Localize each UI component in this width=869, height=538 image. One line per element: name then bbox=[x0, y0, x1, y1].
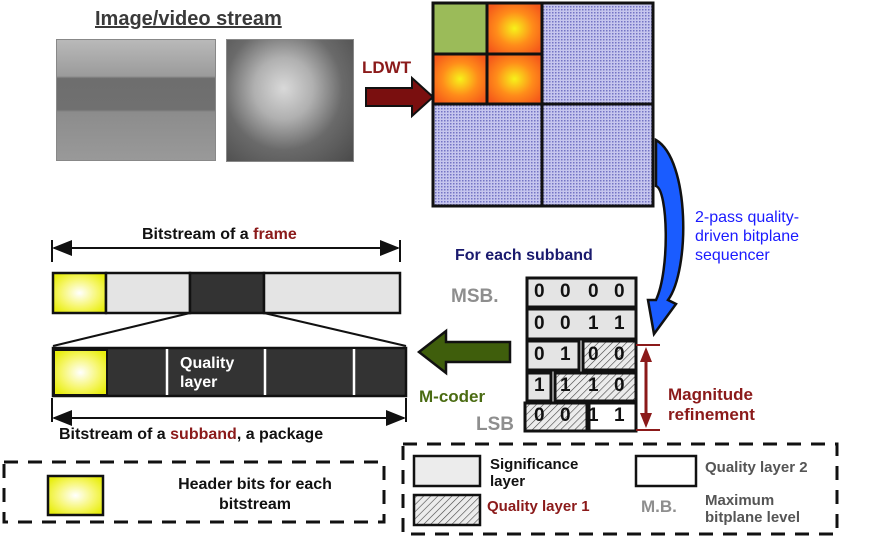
legend-significance-swatch bbox=[412, 454, 482, 488]
subband-bitstream-label: Bitstream of a subband, a package bbox=[59, 426, 323, 444]
legend-header-swatch bbox=[46, 474, 105, 517]
frame-bitstream bbox=[51, 240, 407, 347]
bitplane-cell: 0 bbox=[534, 313, 545, 334]
quality-layer-label: Quality layer bbox=[180, 354, 234, 392]
bitplane-cell: 0 bbox=[534, 344, 545, 365]
legend-significance-line-2: layer bbox=[490, 473, 526, 490]
legend-quality1-swatch bbox=[412, 493, 482, 527]
magnitude-line-1: Magnitude bbox=[668, 385, 753, 404]
magnitude-bracket bbox=[636, 344, 660, 431]
sequencer-label: 2-pass quality- driven bitplane sequence… bbox=[695, 208, 799, 265]
bitplane-cell: 1 bbox=[614, 313, 625, 334]
bitplane-cell: 0 bbox=[614, 344, 625, 365]
bitplane-cell: 1 bbox=[534, 375, 545, 396]
legend-layers bbox=[401, 442, 839, 536]
bitplane-cell: 0 bbox=[534, 405, 545, 426]
subband-decomposition bbox=[431, 1, 655, 208]
subband-ll bbox=[431, 1, 489, 56]
subband-lh2 bbox=[431, 52, 489, 106]
sequencer-line-3: sequencer bbox=[695, 247, 770, 264]
legend-significance-line-1: Significance bbox=[490, 456, 579, 473]
magnitude-line-2: refinement bbox=[668, 405, 755, 424]
legend-mb-line-1: Maximum bbox=[705, 492, 775, 509]
lena-image bbox=[226, 39, 354, 162]
legend-header bbox=[2, 460, 386, 524]
bitplane-cell: 1 bbox=[560, 375, 571, 396]
bitplane-cell: 0 bbox=[560, 281, 571, 302]
quality-layer-line-2: layer bbox=[180, 374, 218, 391]
legend-header-line-1: Header bits for each bbox=[178, 476, 332, 493]
sequencer-arrow bbox=[646, 137, 685, 338]
bitplane-grid bbox=[523, 276, 638, 433]
legend-mb-label: Maximum bitplane level bbox=[705, 492, 800, 526]
subband-bitstream bbox=[51, 346, 408, 426]
legend-significance-label: Significance layer bbox=[490, 456, 578, 490]
frame-label-accent: frame bbox=[253, 226, 297, 243]
bitplane-cell: 0 bbox=[588, 344, 599, 365]
magnitude-refinement-label: Magnitude refinement bbox=[668, 385, 755, 425]
m-coder-arrow bbox=[416, 328, 512, 376]
frame-label-prefix: Bitstream of a bbox=[142, 226, 254, 243]
sequencer-line-2: driven bitplane bbox=[695, 228, 800, 245]
tennis-frame-image bbox=[56, 39, 216, 161]
subband-label-suffix: , a package bbox=[236, 426, 324, 443]
legend-quality2-swatch bbox=[634, 454, 698, 488]
bitplane-cell: 1 bbox=[588, 313, 599, 334]
bitplane-cell: 0 bbox=[614, 375, 625, 396]
bitplane-cell: 0 bbox=[614, 281, 625, 302]
subband-hh1 bbox=[540, 102, 655, 208]
legend-mb-line-2: bitplane level bbox=[705, 509, 801, 526]
bitplane-cell: 0 bbox=[534, 281, 545, 302]
legend-mb-abbrev: M.B. bbox=[641, 497, 677, 516]
legend-header-line-2: bitstream bbox=[218, 496, 292, 513]
subband-header-block bbox=[53, 349, 108, 396]
lsb-label: LSB bbox=[476, 414, 514, 435]
bitplane-cell: 0 bbox=[588, 281, 599, 302]
stream-title: Image/video stream bbox=[95, 8, 282, 30]
ldwt-arrow bbox=[365, 75, 435, 119]
legend-quality2-label: Quality layer 2 bbox=[705, 459, 808, 476]
bitplane-heading: For each subband bbox=[455, 247, 593, 264]
bitplane-cell: 1 bbox=[588, 405, 599, 426]
msb-label: MSB. bbox=[451, 286, 499, 307]
bitplane-cell: 0 bbox=[560, 313, 571, 334]
subband-label-accent: subband bbox=[170, 426, 237, 443]
legend-quality1-label: Quality layer 1 bbox=[487, 498, 590, 515]
bitplane-cell: 1 bbox=[614, 405, 625, 426]
legend-header-label: Header bits for each bitstream bbox=[150, 475, 360, 515]
sequencer-line-1: 2-pass quality- bbox=[695, 209, 800, 226]
bitplane-cell: 1 bbox=[588, 375, 599, 396]
frame-selected-subband bbox=[188, 271, 266, 315]
frame-bitstream-label: Bitstream of a frame bbox=[142, 226, 297, 244]
subband-hl2 bbox=[485, 1, 544, 56]
m-coder-label: M-coder bbox=[419, 387, 486, 406]
bitplane-cell: 1 bbox=[560, 344, 571, 365]
subband-hh2 bbox=[485, 52, 544, 106]
ldwt-label: LDWT bbox=[362, 58, 412, 77]
frame-header-block bbox=[51, 271, 108, 315]
subband-label-prefix: Bitstream of a bbox=[59, 426, 171, 443]
subband-lh1 bbox=[431, 102, 544, 208]
subband-hl1 bbox=[540, 1, 655, 106]
bitplane-cell: 0 bbox=[560, 405, 571, 426]
quality-layer-line-1: Quality bbox=[180, 355, 235, 372]
